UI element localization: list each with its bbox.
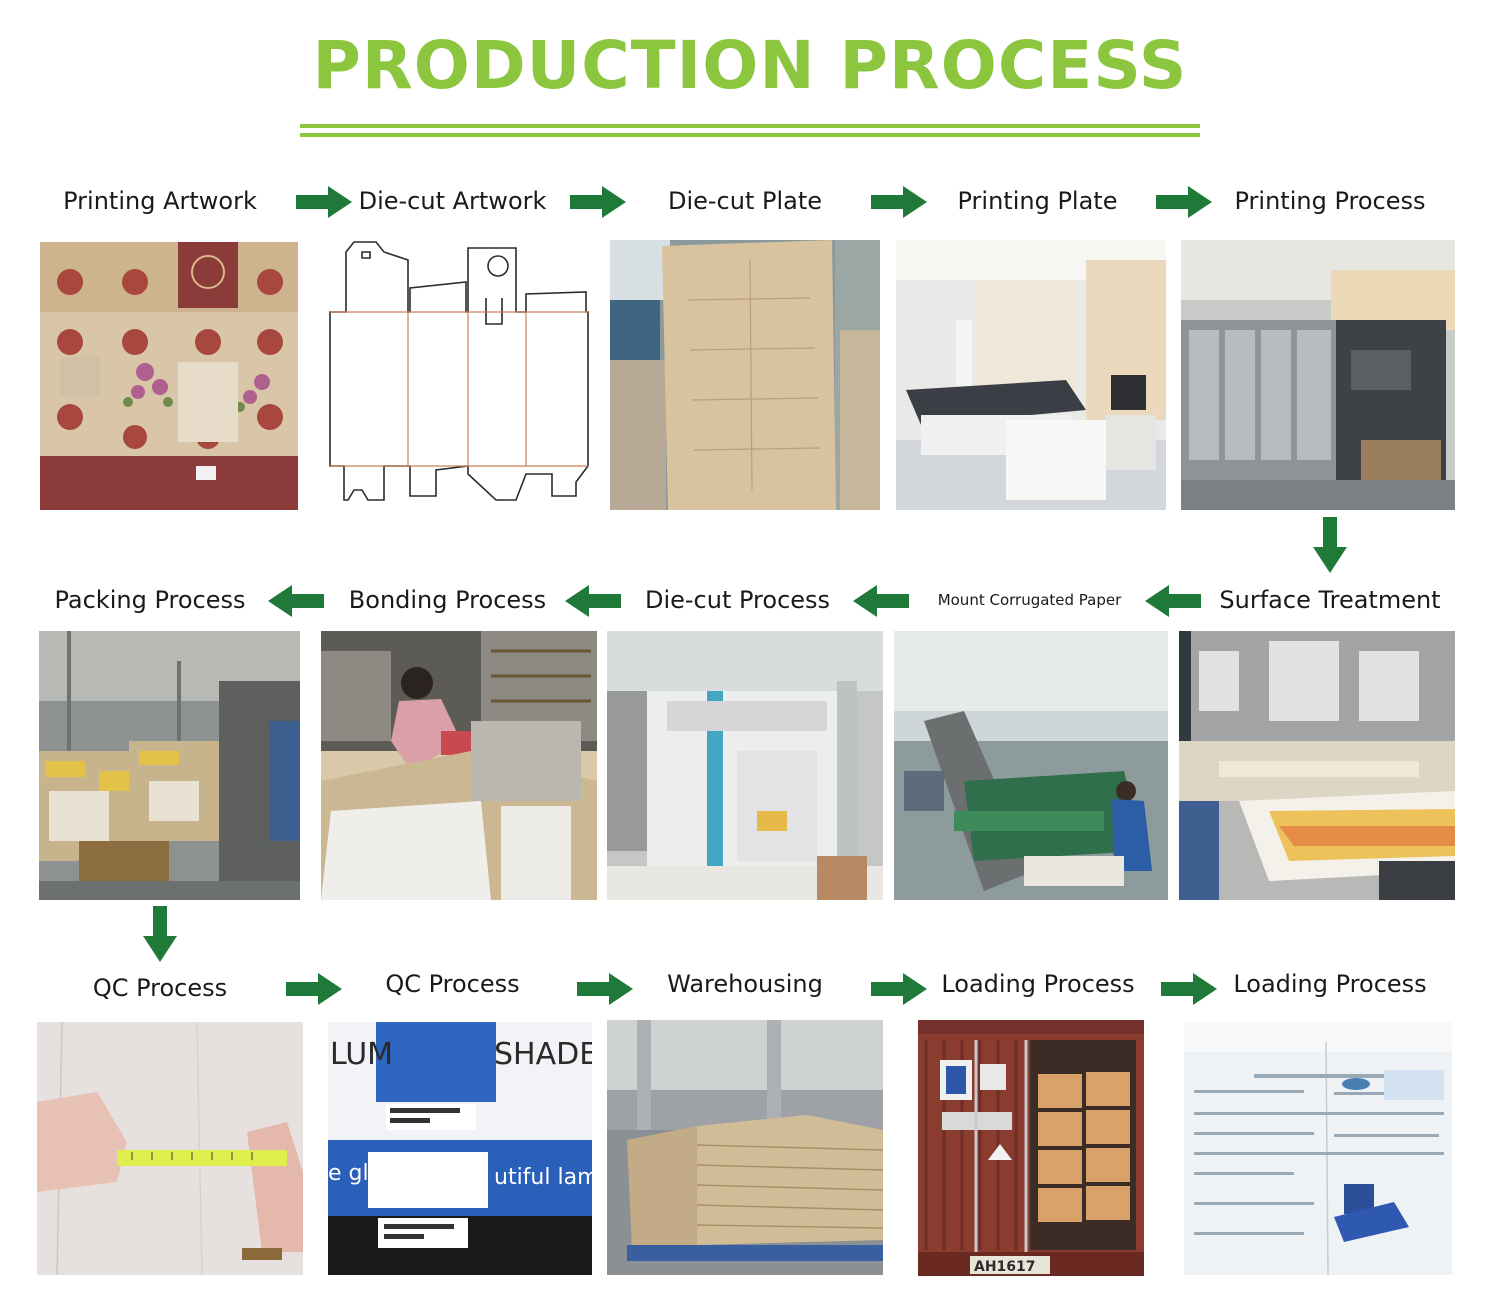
right-arrow-icon [570,186,626,218]
left-arrow-icon [853,585,909,617]
title-underline [300,133,1200,137]
photo-box-gluing-worker [321,631,597,900]
photo-die-cut-line-drawing [326,238,594,510]
step-label-mount-corrugated-paper: Mount Corrugated Paper [937,591,1122,609]
photo-wooden-die-plate [610,240,880,510]
photo-laminating-machine [1179,631,1455,900]
step-label-bonding-process: Bonding Process [348,586,547,614]
shade-word-left: LUM [330,1037,393,1072]
photo-corrugated-mounting-line [894,631,1168,900]
page-title: PRODUCTION PROCESS [312,27,1188,104]
step-label-die-cut-plate: Die-cut Plate [667,187,823,215]
container-number: AH1617 [974,1259,1036,1275]
left-arrow-icon [565,585,621,617]
photo-offset-printing-press [1181,240,1455,510]
right-arrow-icon [296,186,352,218]
step-label-printing-artwork: Printing Artwork [63,187,257,215]
step-label-warehousing: Warehousing [667,970,823,998]
step-label-die-cut-process: Die-cut Process [644,586,831,614]
right-arrow-icon [871,973,927,1005]
down-arrow-icon [1313,517,1347,573]
step-label-surface-treatment: Surface Treatment [1219,586,1441,614]
left-arrow-icon [1145,585,1201,617]
step-label-qc-process: QC Process [385,970,520,998]
photo-plate-making-machine [896,240,1166,510]
right-arrow-icon [286,973,342,1005]
step-label-loading-process: Loading Process [1233,970,1427,998]
step-label-loading-process: Loading Process [941,970,1135,998]
down-arrow-icon [143,906,177,962]
photo-pallets-of-cartons [607,1020,883,1275]
photo-tape-measure-check [37,1022,303,1275]
right-arrow-icon [871,186,927,218]
photo-print-sample-check: LUM SHADE e glas utiful lam [328,1022,592,1275]
right-arrow-icon [1161,973,1217,1005]
band-text-left: e glas [328,1161,394,1186]
photo-container-loading: AH1617 [918,1020,1144,1276]
photo-printed-box-artwork [40,242,298,510]
step-label-printing-process: Printing Process [1234,187,1426,215]
step-label-printing-plate: Printing Plate [957,187,1118,215]
step-label-packing-process: Packing Process [54,586,246,614]
photo-packed-boxes-warehouse [39,631,300,900]
shade-word-right: SHADE [494,1037,592,1072]
left-arrow-icon [268,585,324,617]
photo-shipping-documents [1184,1022,1452,1275]
title-underline [300,124,1200,128]
right-arrow-icon [1156,186,1212,218]
photo-die-cutting-machine [607,631,883,900]
band-text-right: utiful lam [494,1165,592,1190]
right-arrow-icon [577,973,633,1005]
step-label-qc-process: QC Process [92,974,228,1002]
step-label-die-cut-artwork: Die-cut Artwork [358,187,547,215]
